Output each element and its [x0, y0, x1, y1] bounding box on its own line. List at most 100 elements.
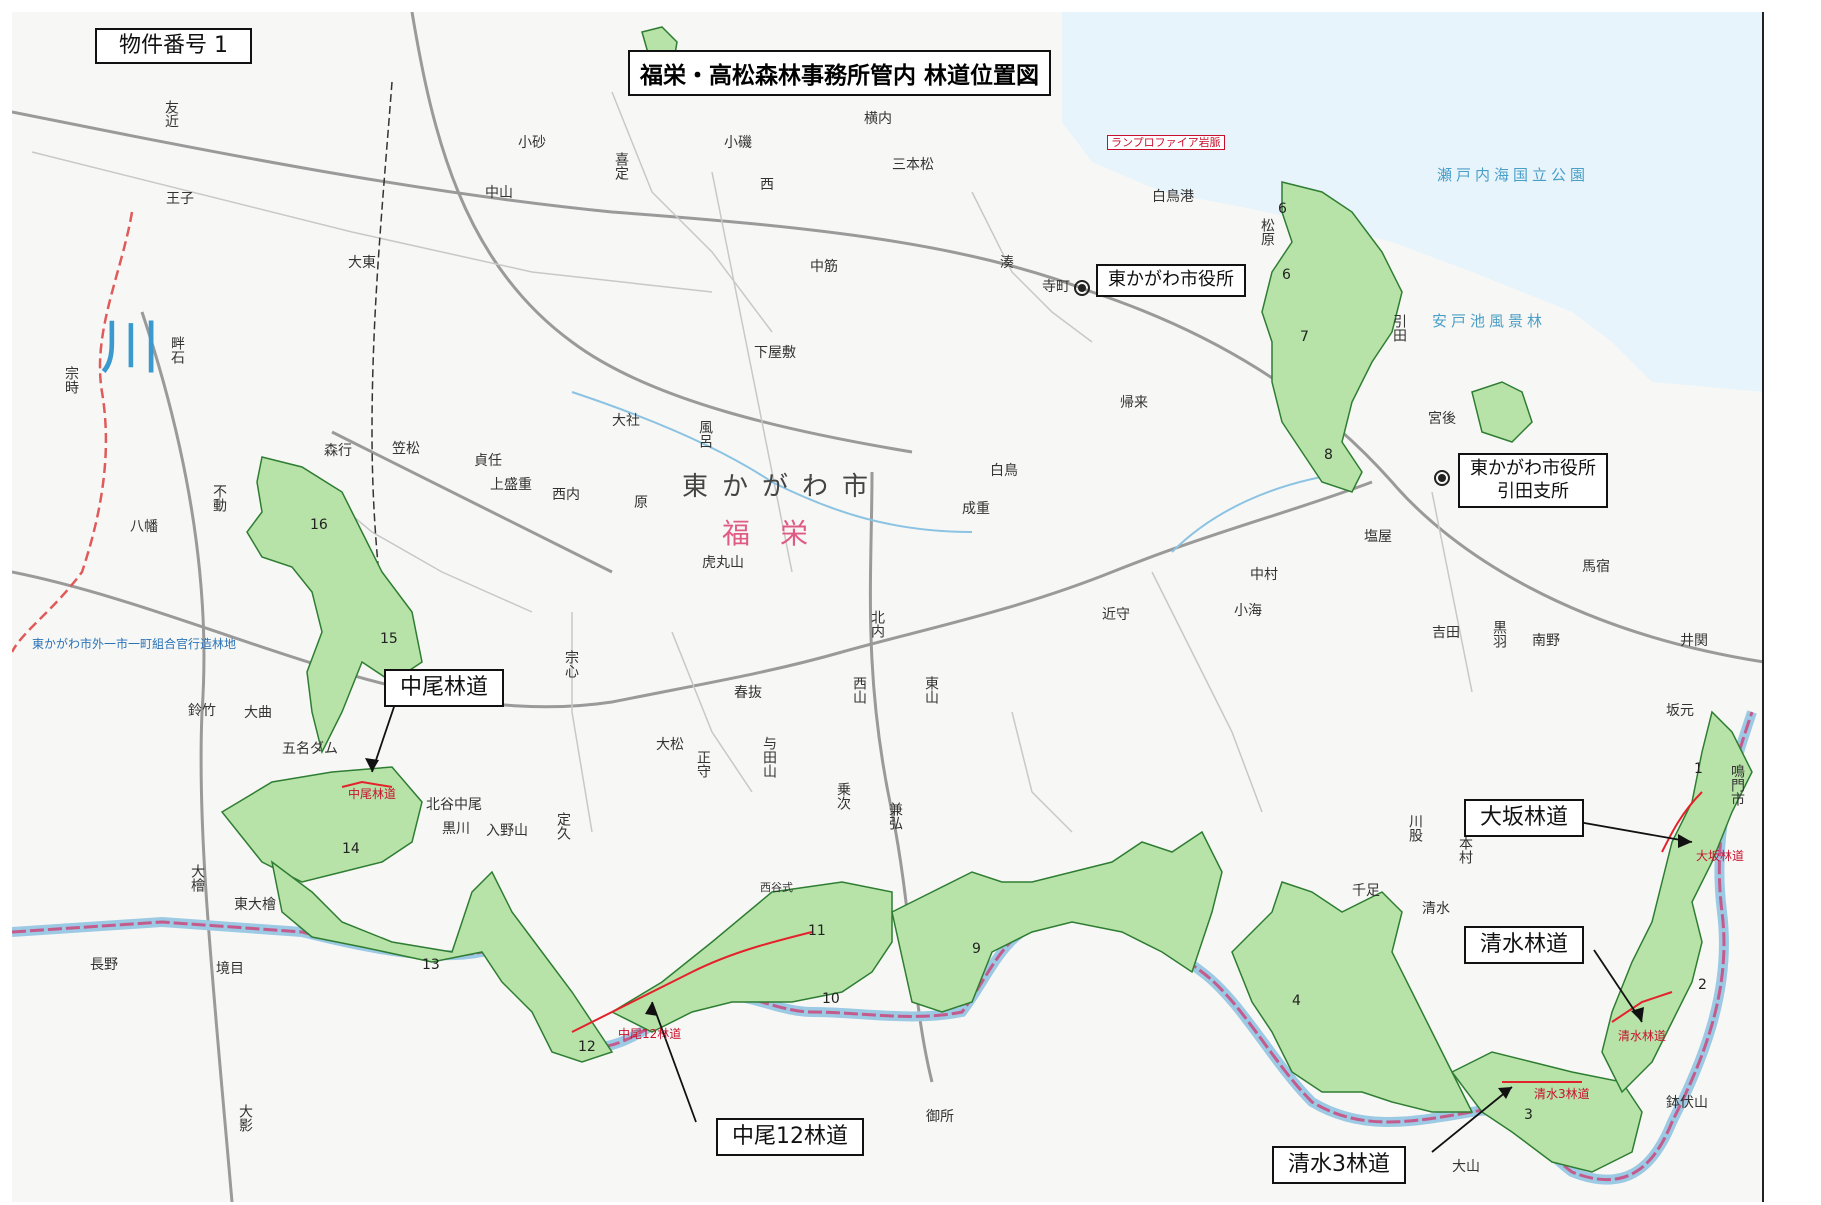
forest-16-15 [246, 456, 423, 755]
place-name: 宗心 [563, 650, 579, 678]
place-name: 千足 [1352, 883, 1380, 899]
branch-office-icon [1434, 470, 1450, 486]
place-name: 清水 [1422, 901, 1450, 917]
place-name: 大曲 [244, 705, 272, 721]
place-name: 南野 [1532, 633, 1560, 649]
forest-number: 13 [422, 957, 440, 973]
place-name: 大山 [1452, 1159, 1480, 1175]
forest-number: 12 [578, 1039, 596, 1055]
forest-2-1 [1601, 710, 1753, 1094]
place-name: 白鳥 [990, 463, 1018, 479]
park-setonaikai: 瀬戸内海国立公園 [1437, 166, 1590, 184]
city-hall-label: 東かがわ市役所 [1096, 264, 1246, 297]
place-name: 帰来 [1120, 395, 1148, 411]
place-name: 鳴門市 [1729, 764, 1745, 806]
label-nakao-road: 中尾林道 [384, 669, 505, 707]
west-boundary [12, 211, 134, 653]
forest-number: 4 [1292, 993, 1301, 1009]
place-name: 森行 [324, 443, 352, 459]
place-name: 小海 [1234, 603, 1262, 619]
forest-number: 6 [1278, 201, 1287, 217]
forest-number: 6 [1282, 267, 1291, 283]
place-name: 湊 [1000, 255, 1014, 271]
place-name: 川股 [1407, 814, 1423, 842]
place-name: 西内 [552, 487, 580, 503]
place-name: 中村 [1250, 567, 1278, 583]
place-name: 北谷中尾 [426, 797, 482, 813]
forest-number: 9 [972, 941, 981, 957]
place-name: 不動 [211, 484, 227, 512]
forest-4 [1231, 881, 1474, 1113]
frame-line [1762, 12, 1764, 1202]
leader-arrowheads [365, 758, 1692, 1099]
place-name: 境目 [216, 961, 244, 977]
branch-office-label-line2: 引田支所 [1497, 480, 1569, 502]
place-name: 馬宿 [1582, 559, 1610, 575]
place-name: 上盛重 [490, 477, 532, 493]
place-name: 塩屋 [1364, 529, 1392, 545]
forest-14 [220, 766, 423, 883]
label-shimizu3-road: 清水3林道 [1272, 1146, 1406, 1184]
place-name: 下屋敷 [754, 345, 796, 361]
place-name: 虎丸山 [702, 555, 744, 571]
place-name: 宗時 [63, 366, 79, 394]
place-name: 友近 [163, 100, 179, 128]
place-name: 八幡 [130, 519, 158, 535]
place-name: 大東 [348, 255, 376, 271]
place-name: 坂元 [1666, 703, 1694, 719]
place-name: 五名ダム [282, 741, 338, 757]
place-name: 西谷式 [760, 881, 793, 894]
forest-number: 14 [342, 841, 360, 857]
route-name: 清水3林道 [1534, 1087, 1590, 1101]
lamprophyre-label: ランプロファイア岩脈 [1107, 135, 1225, 150]
national-forests [220, 26, 1753, 1173]
map-title: 福栄・高松森林事務所管内 林道位置図 [628, 50, 1052, 96]
city-name: 東かがわ市 [682, 472, 883, 502]
branch-office-label: 東かがわ市役所 引田支所 [1458, 453, 1608, 508]
place-name: 笠松 [392, 441, 420, 457]
sea-area [1062, 12, 1764, 392]
place-name: 入野山 [486, 823, 528, 839]
place-name: 鉢伏山 [1666, 1095, 1708, 1111]
shared-forest-label: 東かがわ市外一市一町組合官行造林地 [32, 637, 237, 651]
forest-number: 11 [808, 923, 826, 939]
place-name: 黒川 [442, 821, 470, 837]
city-hall-icon [1074, 280, 1090, 296]
forest-number: 7 [1300, 329, 1309, 345]
place-name: 松原 [1259, 218, 1275, 246]
forest-9 [891, 830, 1223, 1013]
forest-number: 8 [1324, 447, 1333, 463]
place-name: 東山 [923, 676, 939, 704]
label-nakao12-road: 中尾12林道 [716, 1118, 864, 1156]
district-name: 福栄 [722, 517, 839, 550]
forest-number: 1 [1694, 761, 1703, 777]
branch-office-label-line1: 東かがわ市役所 [1470, 458, 1596, 479]
route-name: 大坂林道 [1696, 849, 1745, 863]
place-name: 北内 [869, 610, 885, 638]
place-name: 本村 [1457, 836, 1473, 864]
place-name: 春抜 [734, 685, 762, 701]
place-name: 貞任 [474, 453, 502, 469]
place-name: 乗次 [835, 782, 851, 810]
place-name: 横内 [864, 111, 892, 127]
forest-6-7-8 [1261, 181, 1403, 493]
place-name: 正守 [695, 750, 711, 778]
place-name: 御所 [926, 1109, 954, 1125]
place-name: 小磯 [724, 135, 752, 151]
forest-roads [341, 780, 1703, 1083]
place-name: 大影 [237, 1104, 253, 1132]
forest-number: 2 [1698, 977, 1707, 993]
place-name: 小砂 [518, 135, 546, 151]
place-name: 寺町 [1042, 279, 1070, 295]
place-name: 鈴竹 [188, 703, 216, 719]
place-name: 大松 [656, 737, 684, 753]
place-name: 大社 [612, 413, 640, 429]
place-name: 西山 [851, 676, 867, 704]
place-name: 大檜 [189, 864, 205, 892]
place-name: 引田 [1391, 314, 1407, 342]
forest-number: 16 [310, 517, 328, 533]
place-name: 東大檜 [234, 897, 276, 913]
property-number: 物件番号 1 [95, 28, 252, 64]
forest-3 [1450, 1051, 1643, 1173]
forest-number: 15 [380, 631, 398, 647]
